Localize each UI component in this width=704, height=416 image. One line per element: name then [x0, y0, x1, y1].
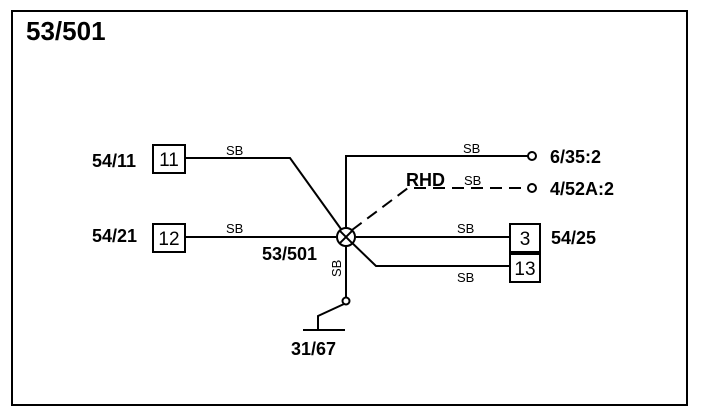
wire-rhd-dashed [351, 187, 528, 231]
connector-54-11-pin: 11 [159, 150, 179, 171]
terminal-4-52a-2-point [527, 183, 537, 193]
terminal-6-35-2-label: 6/35:2 [550, 147, 601, 167]
wire-splice-to-54-25-pin13 [345, 236, 510, 267]
connector-54-11-label: 54/11 [92, 151, 136, 171]
wire-color-label-w2: SB [226, 221, 243, 236]
wire-color-label-w3: SB [463, 141, 480, 156]
wire-54-11-to-splice [186, 157, 347, 237]
diagram-frame [11, 10, 688, 406]
wire-color-label-w1: SB [226, 143, 243, 158]
ground-lead [317, 303, 345, 330]
terminal-4-52a-2-label: 4/52A:2 [550, 179, 614, 199]
splice-53-501 [336, 227, 356, 247]
wire-color-label-w6: SB [457, 270, 474, 285]
wire-color-label-w5: SB [457, 221, 474, 236]
connector-54-21-label: 54/21 [92, 226, 137, 246]
wire-color-label-w7: SB [329, 260, 344, 277]
terminal-6-35-2-point [527, 151, 537, 161]
diagram-title: 53/501 [26, 16, 106, 46]
ground-point [341, 296, 351, 306]
connector-54-25-pin-b: 13 [514, 259, 535, 280]
connector-54-21-pin: 12 [158, 229, 179, 250]
splice-label: 53/501 [262, 244, 317, 264]
wire-color-label-w4: SB [464, 173, 481, 188]
ground-label: 31/67 [291, 339, 336, 359]
connector-54-25-label: 54/25 [551, 228, 596, 248]
connector-54-21-pin-box [152, 223, 186, 253]
rhd-option-label: RHD [406, 170, 445, 190]
wire-splice-to-6-35 [345, 155, 528, 228]
connector-54-11-pin-box [152, 144, 186, 174]
connector-54-25-pin-box-a [509, 223, 541, 253]
connector-54-25-pin-a: 3 [520, 229, 531, 250]
connector-54-25-pin-box-b [509, 253, 541, 283]
